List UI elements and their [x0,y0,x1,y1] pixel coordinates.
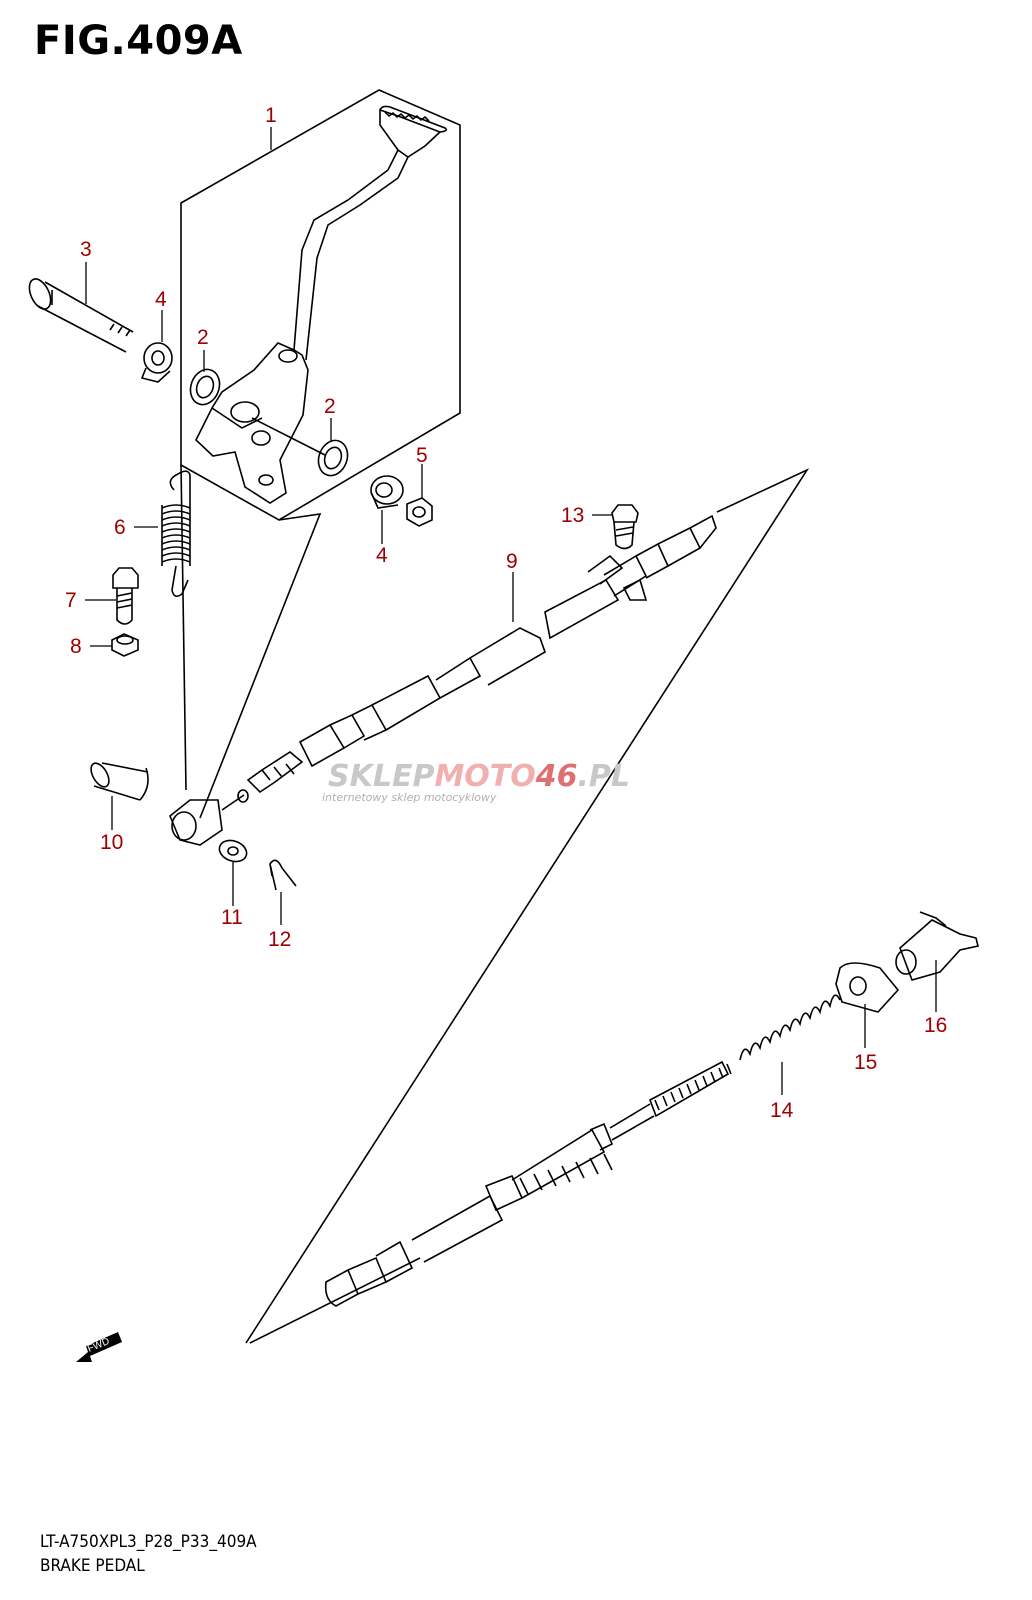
stopper-nut [111,633,139,657]
leader-pin-a [180,464,187,791]
watermark-brand-d: .PL [578,759,631,794]
callout-5: 5 [416,444,428,467]
watermark-brand-a: SKLEP [328,759,434,794]
seal-leader [251,417,326,456]
callout-16: 16 [924,1014,947,1037]
callout-10: 10 [100,831,123,854]
callout-15: 15 [854,1051,877,1074]
bushing-upper [140,342,173,383]
return-spring [161,470,191,598]
dash-long [249,1257,421,1344]
brake-pedal [195,105,447,504]
callout-4-lower: 4 [376,544,388,567]
leader-pin-b [199,513,322,819]
pivot-bolt [28,278,134,353]
watermark-tagline: internetowy sklep motocyklowy [322,791,497,804]
cable-leader-triangle [245,468,810,1344]
callout-6: 6 [114,516,126,539]
callout-2-left: 2 [197,326,209,349]
clevis-pin [90,762,149,801]
footer-figure-name: BRAKE PEDAL [40,1556,145,1576]
watermark: SKLEPMOTO46.PL internetowy sklep motocyk… [322,759,630,804]
cotter-pin [269,859,297,891]
bushing-lower [370,475,404,509]
fwd-arrow: FWD [76,1332,122,1362]
cable-pin [895,911,979,981]
callout-2-right: 2 [324,395,336,418]
callout-7: 7 [65,589,77,612]
oil-seal-left [189,368,221,406]
nut-upper [406,497,433,527]
stopper-bolt [112,567,139,625]
callouts: 1 2 2 3 4 4 5 6 7 8 9 10 11 12 13 14 15 … [65,104,947,1122]
callout-4-upper: 4 [155,288,167,311]
figure-title: FIG.409A [34,18,243,64]
callout-13: 13 [561,504,584,527]
svg-text:SKLEPMOTO46.PL: SKLEPMOTO46.PL [328,759,630,794]
callout-9: 9 [506,550,518,573]
callout-8: 8 [70,635,82,658]
callout-3: 3 [80,238,92,261]
rear-brake-cable [324,1060,732,1307]
cable-joint [835,962,900,1013]
callout-12: 12 [268,928,291,951]
watermark-brand-b: MOTO [434,759,535,794]
flat-washer [218,839,248,863]
cable-bolt [611,504,639,550]
oil-seal-right [317,439,349,477]
callout-1: 1 [265,104,277,127]
cable-spring [739,994,841,1061]
callout-11: 11 [221,906,243,929]
watermark-brand-c: 46 [535,759,578,794]
footer-figure-code: LT-A750XPL3_P28_P33_409A [40,1532,257,1552]
front-brake-cable [169,514,717,846]
leader-lines [85,127,937,1095]
callout-14: 14 [770,1099,794,1122]
